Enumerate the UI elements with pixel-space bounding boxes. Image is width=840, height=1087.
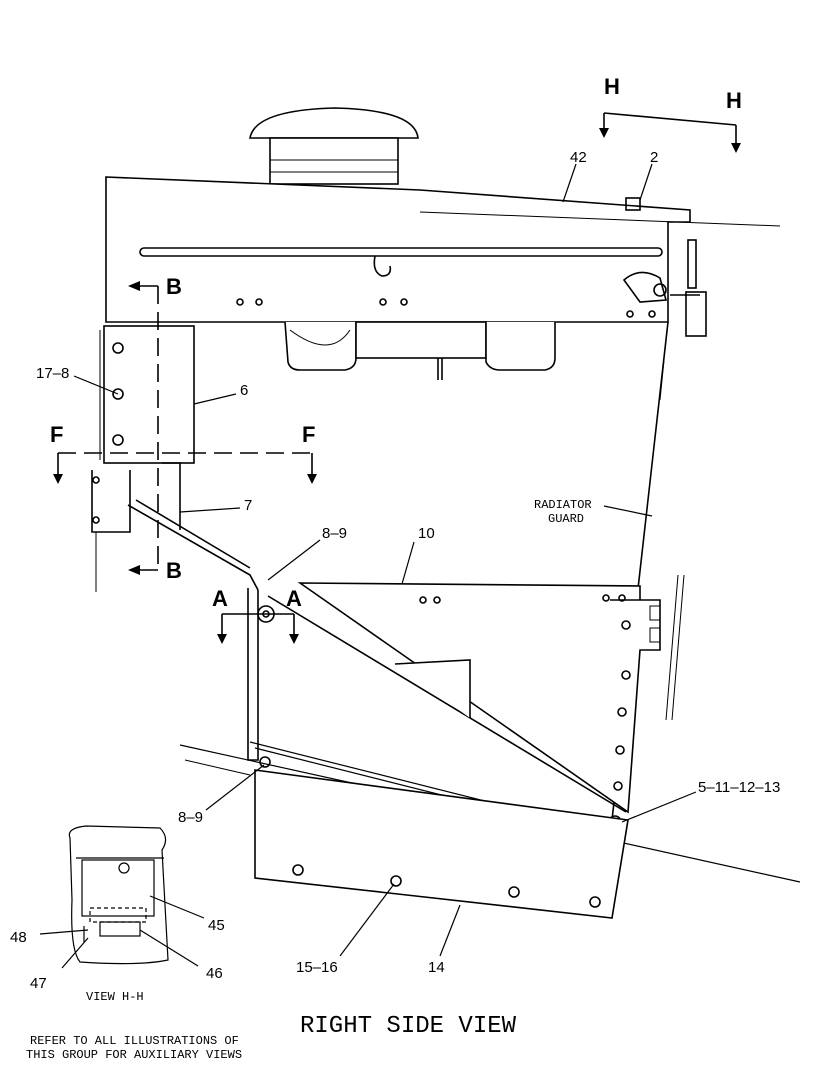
inset-view-h-h	[39, 825, 205, 969]
radiator-guard-label-1: RADIATOR	[534, 498, 592, 512]
section-arrows	[57, 112, 737, 636]
callout-45: 45	[208, 917, 225, 934]
section-a-left: A	[212, 586, 228, 611]
callout-6: 6	[240, 382, 248, 399]
section-lines	[58, 286, 312, 570]
callout-15-16: 15–16	[296, 959, 338, 976]
section-b-bottom: B	[166, 558, 182, 583]
callout-17-8: 17–8	[36, 365, 69, 382]
callout-47: 47	[30, 975, 47, 992]
radiator-guard-label-2: GUARD	[548, 512, 584, 526]
section-h-left: H	[604, 74, 620, 99]
note-line-2: THIS GROUP FOR AUXILIARY VIEWS	[26, 1048, 242, 1062]
section-f-left: F	[50, 422, 63, 447]
callout-14: 14	[428, 959, 445, 976]
section-b-top: B	[166, 274, 182, 299]
diagram-title: RIGHT SIDE VIEW	[300, 1013, 517, 1040]
inset-caption: VIEW H-H	[86, 990, 144, 1004]
under-housing-tanks	[284, 321, 556, 380]
callout-48: 48	[10, 929, 27, 946]
section-h-right: H	[726, 88, 742, 113]
bracket-6	[99, 325, 195, 464]
leader-lines	[73, 163, 697, 957]
panel-10	[267, 582, 661, 814]
callout-46: 46	[206, 965, 223, 982]
callout-5-11-12-13: 5–11–12–13	[698, 779, 780, 796]
callout-10: 10	[418, 525, 435, 542]
section-a-right: A	[286, 586, 302, 611]
section-f-right: F	[302, 422, 315, 447]
bottom-guard-14	[254, 769, 629, 919]
callout-42: 42	[570, 149, 587, 166]
air-cleaner-cap	[249, 107, 419, 185]
bracket-7	[91, 462, 259, 592]
callout-8-9-bottom: 8–9	[178, 809, 203, 826]
callout-8-9-top: 8–9	[322, 525, 347, 542]
hood-housing	[105, 176, 781, 337]
note-line-1: REFER TO ALL ILLUSTRATIONS OF	[30, 1034, 239, 1048]
arrowheads	[53, 128, 741, 644]
callout-7: 7	[244, 497, 252, 514]
callout-2: 2	[650, 149, 658, 166]
